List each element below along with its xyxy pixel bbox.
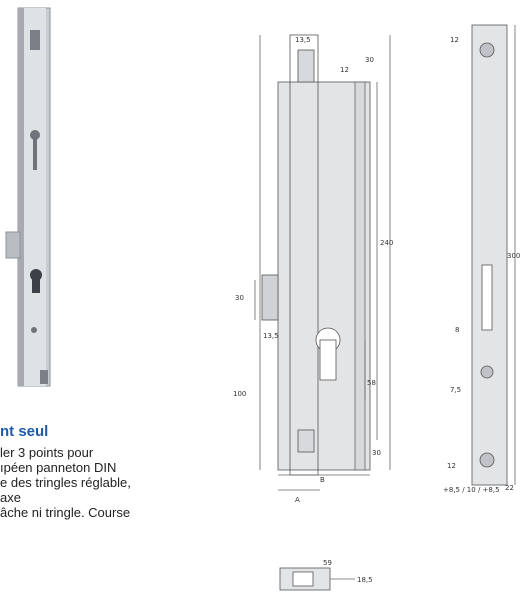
description-line: e des tringles réglable, <box>0 475 131 490</box>
product-title: nt seul <box>0 423 49 440</box>
dim-front-top-right: 30 <box>365 56 374 64</box>
dim-front-top: 13,5 <box>295 36 311 44</box>
description-line: âche ni tringle. Course <box>0 505 131 520</box>
dim-bottom-height: 30 <box>372 449 381 457</box>
dim-screw-gap: 7,5 <box>450 386 461 394</box>
dim-body-length: 240 <box>380 239 393 247</box>
dim-plate-width-label: +8,5 / 10 / +8,5 <box>443 486 500 494</box>
dim-latch-height: 30 <box>235 294 244 302</box>
product-description: ler 3 points pour ıpéen panneton DIN e d… <box>0 445 205 520</box>
latch-photo <box>5 231 21 259</box>
dim-bolt-height: 12 <box>340 66 349 74</box>
dim-cylinder-height: 58 <box>367 379 376 387</box>
latch <box>261 274 279 321</box>
dim-side-right: 18,5 <box>357 576 373 584</box>
dim-latch-offset: 13,5 <box>263 332 279 340</box>
dim-lower-length: 100 <box>233 390 246 398</box>
description-line: ıpéen panneton DIN <box>0 460 117 475</box>
dim-plate-length: 300 <box>507 252 520 260</box>
dim-plate-top: 12 <box>450 36 459 44</box>
dim-plate-width: 22 <box>505 484 514 492</box>
top-bolt <box>297 49 315 83</box>
bottom-bolt <box>297 429 315 453</box>
strike-plate <box>471 24 508 486</box>
dim-slot-gap: 8 <box>455 326 459 334</box>
dim-backset: A <box>295 496 300 504</box>
description-line: ler 3 points pour <box>0 445 94 460</box>
lock-photo <box>0 0 95 400</box>
dim-body-width: B <box>320 476 325 484</box>
technical-drawing: 13,5 30 12 240 30 13,5 58 100 30 B A 12 … <box>233 24 520 591</box>
dim-side-top: 59 <box>323 559 332 567</box>
dim-plate-bottom: 12 <box>447 462 456 470</box>
description-line: axe <box>0 490 21 505</box>
